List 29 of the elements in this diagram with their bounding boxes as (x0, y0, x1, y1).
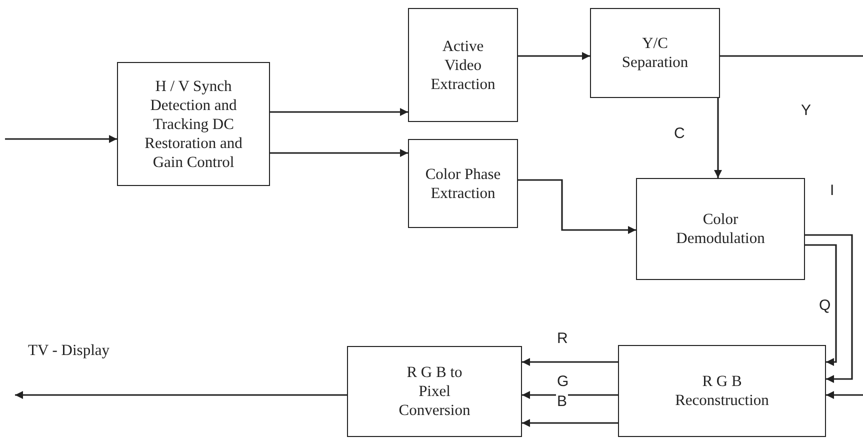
box-text: Color Demodulation (675, 210, 766, 248)
process-box (347, 346, 522, 437)
process-box (408, 139, 518, 228)
arrow (270, 108, 408, 116)
box-text: Y/C Separation (620, 34, 690, 72)
arrow (522, 419, 618, 427)
process-box (408, 8, 518, 122)
arrow (5, 135, 117, 143)
output-label: TV - Display (28, 342, 110, 360)
arrow (522, 358, 618, 366)
box-text: Color Phase Extraction (424, 164, 502, 202)
arrow (714, 98, 722, 178)
edge-label: Q (818, 298, 832, 314)
box-text: R G B to Pixel Conversion (398, 363, 470, 420)
arrow (15, 391, 347, 399)
box-text: H / V Synch Detection and Tracking DC Restoration and Gain Control (144, 76, 244, 172)
arrow (805, 244, 837, 366)
arrow (805, 234, 853, 383)
process-box (636, 178, 805, 280)
process-box (117, 62, 270, 186)
box-text: R G B Reconstruction (674, 372, 770, 410)
arrow (518, 179, 636, 234)
process-box (618, 345, 826, 437)
arrow (522, 391, 618, 399)
process-box (590, 8, 720, 98)
arrow (826, 391, 863, 399)
arrow (518, 52, 590, 60)
arrow (270, 149, 408, 157)
box-text: Active Video Extraction (430, 36, 496, 94)
